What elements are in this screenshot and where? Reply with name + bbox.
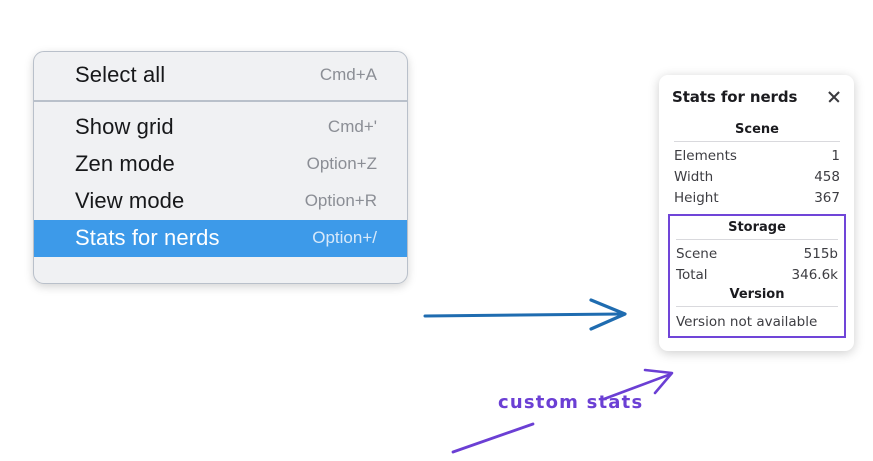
stats-section-version: Version Version not available [674, 285, 840, 331]
panel-title: Stats for nerds [672, 88, 798, 106]
menu-item-label: Zen mode [75, 151, 175, 176]
menu-group-selection: Select all Cmd+A [34, 52, 407, 100]
stat-row: Total 346.6k [674, 264, 840, 285]
context-menu[interactable]: Select all Cmd+A Show grid Cmd+' Zen mod… [33, 51, 408, 284]
stat-row: Scene 515b [674, 243, 840, 264]
stat-row: Width 458 [672, 166, 842, 187]
stat-label: Elements [674, 147, 737, 164]
menu-item-label: Stats for nerds [75, 225, 220, 250]
close-icon[interactable] [826, 89, 842, 105]
menu-item-select-all[interactable]: Select all Cmd+A [34, 58, 407, 93]
stat-value: 515b [803, 245, 838, 262]
stat-label: Width [674, 168, 714, 185]
menu-item-zen-mode[interactable]: Zen mode Option+Z [34, 146, 407, 183]
stats-section-storage: Storage Scene 515b Total 346.6k [674, 218, 840, 285]
menu-item-show-grid[interactable]: Show grid Cmd+' [34, 109, 407, 146]
menu-item-shortcut: Option+Z [306, 154, 377, 173]
custom-stats-highlight-box: Storage Scene 515b Total 346.6k Version … [668, 214, 846, 338]
menu-item-label: Show grid [75, 114, 174, 139]
menu-item-shortcut: Cmd+A [319, 65, 377, 84]
menu-footer-spacer [34, 257, 407, 283]
stat-value: 458 [814, 168, 840, 185]
section-heading: Version [729, 287, 785, 302]
section-divider [674, 141, 840, 142]
stat-row: Height 367 [672, 187, 842, 208]
section-heading: Scene [735, 122, 779, 137]
blue-arrow-right-icon [423, 298, 627, 331]
menu-item-shortcut: Option+R [304, 191, 377, 210]
section-divider [676, 239, 838, 240]
stats-section-scene: Scene Elements 1 Width 458 Height 367 [672, 120, 842, 208]
menu-item-label: View mode [75, 188, 185, 213]
stat-value: 1 [831, 147, 840, 164]
menu-item-stats-for-nerds[interactable]: Stats for nerds Option+/ [34, 220, 407, 257]
annotation-label-custom-stats: custom stats [498, 392, 644, 413]
menu-item-shortcut: Option+/ [312, 228, 377, 247]
menu-item-view-mode[interactable]: View mode Option+R [34, 183, 407, 220]
stat-label: Scene [676, 245, 718, 262]
menu-group-view: Show grid Cmd+' Zen mode Option+Z View m… [34, 100, 407, 283]
stat-label: Height [674, 189, 719, 206]
menu-item-shortcut: Cmd+' [327, 117, 377, 136]
stat-row: Elements 1 [672, 145, 842, 166]
purple-stroke-icon [451, 422, 535, 454]
stat-value: 346.6k [791, 266, 838, 283]
stat-label: Total [676, 266, 708, 283]
section-heading: Storage [728, 220, 786, 235]
stats-for-nerds-panel: Stats for nerds Scene Elements 1 Width 4… [659, 75, 854, 351]
panel-titlebar: Stats for nerds [672, 88, 842, 106]
menu-item-label: Select all [75, 62, 166, 87]
version-not-available-text: Version not available [676, 314, 818, 330]
stat-value: 367 [814, 189, 840, 206]
section-divider [676, 306, 838, 307]
